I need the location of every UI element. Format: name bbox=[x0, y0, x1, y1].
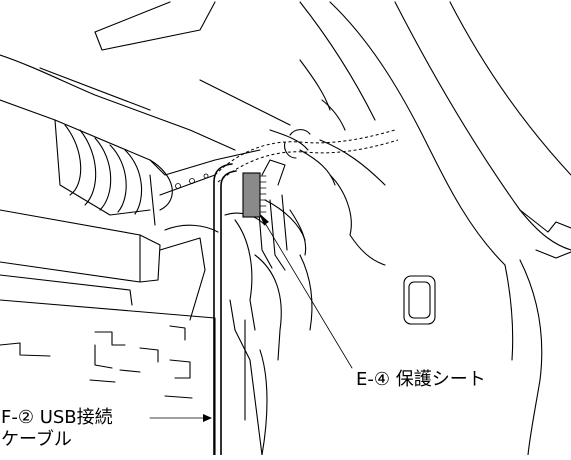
callout-protective-sheet: E-④ 保護シート bbox=[355, 369, 487, 390]
callout-usb-cable-line1: F-② USB接続 bbox=[0, 407, 114, 428]
slot-opening bbox=[403, 275, 436, 325]
callout-usb-cable-line2: ケーブル bbox=[0, 429, 73, 450]
connector-assembly bbox=[242, 159, 288, 271]
lower-panel bbox=[0, 299, 268, 456]
inner-cavity bbox=[254, 129, 386, 361]
body-panel bbox=[299, 1, 571, 456]
usb-cable bbox=[213, 163, 237, 456]
callout-leaders bbox=[149, 213, 353, 422]
vent-duct bbox=[54, 119, 173, 216]
protective-sheet bbox=[242, 172, 261, 218]
dashboard-top bbox=[0, 1, 346, 151]
cable-routing bbox=[214, 129, 399, 183]
